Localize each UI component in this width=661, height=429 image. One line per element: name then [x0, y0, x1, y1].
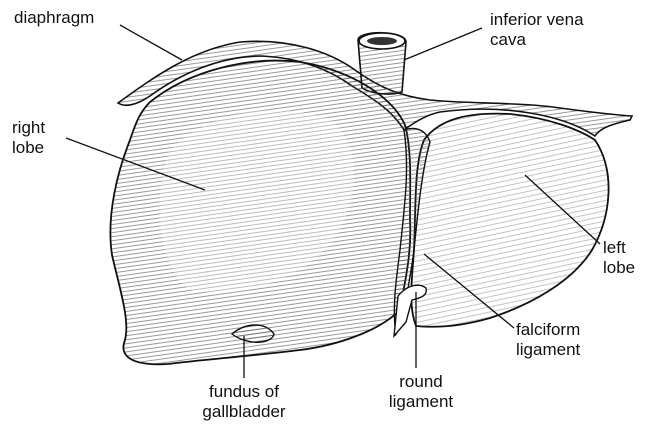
- label-falciform-line2: ligament: [516, 340, 580, 360]
- label-left-lobe-line1: left: [603, 238, 635, 258]
- label-fundus-line2: gallbladder: [186, 402, 302, 422]
- label-right-lobe-line2: lobe: [12, 138, 45, 158]
- label-fundus-of-gallbladder: fundus of gallbladder: [186, 382, 302, 422]
- label-diaphragm-text: diaphragm: [14, 8, 94, 28]
- label-round-ligament: round ligament: [378, 372, 464, 412]
- label-right-lobe-line1: right: [12, 118, 45, 138]
- label-ivc-line1: inferior vena: [490, 10, 584, 30]
- label-round-line1: round: [378, 372, 464, 392]
- label-right-lobe: right lobe: [12, 118, 45, 158]
- label-falciform-ligament: falciform ligament: [516, 320, 580, 360]
- leader-diaphragm: [120, 25, 182, 60]
- label-left-lobe-line2: lobe: [603, 258, 635, 278]
- label-inferior-vena-cava: inferior vena cava: [490, 10, 584, 50]
- label-diaphragm: diaphragm: [14, 8, 94, 28]
- label-fundus-line1: fundus of: [186, 382, 302, 402]
- label-falciform-line1: falciform: [516, 320, 580, 340]
- label-left-lobe: left lobe: [603, 238, 635, 278]
- label-ivc-line2: cava: [490, 30, 584, 50]
- label-round-line2: ligament: [378, 392, 464, 412]
- leader-ivc: [404, 28, 482, 60]
- left-lobe: [411, 114, 608, 327]
